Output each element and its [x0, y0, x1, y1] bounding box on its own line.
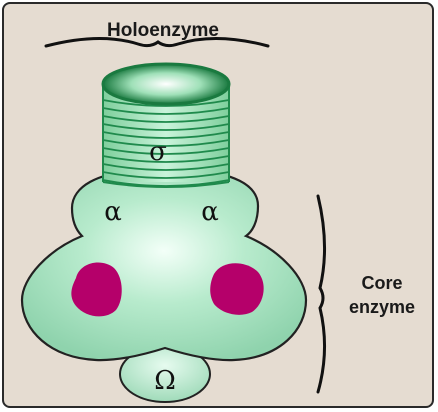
holoenzyme-brace — [44, 37, 270, 48]
holoenzyme-label: Holoenzyme — [107, 20, 219, 41]
core-label-line1: Core — [361, 273, 402, 293]
alpha-right-symbol: α — [201, 197, 219, 227]
alpha-left-symbol: α — [104, 197, 122, 227]
beta-subunit-left — [71, 262, 122, 317]
sigma-bands — [102, 99, 230, 187]
sigma-top — [101, 62, 231, 106]
beta-subunit-right — [210, 263, 264, 315]
omega-symbol: Ω — [154, 366, 176, 396]
core-enzyme-brace — [316, 194, 326, 394]
sigma-bottom-edge — [102, 181, 230, 188]
core-label-line2: enzyme — [349, 297, 415, 317]
core-enzyme-body — [20, 170, 308, 362]
sigma-symbol: σ — [149, 137, 167, 167]
